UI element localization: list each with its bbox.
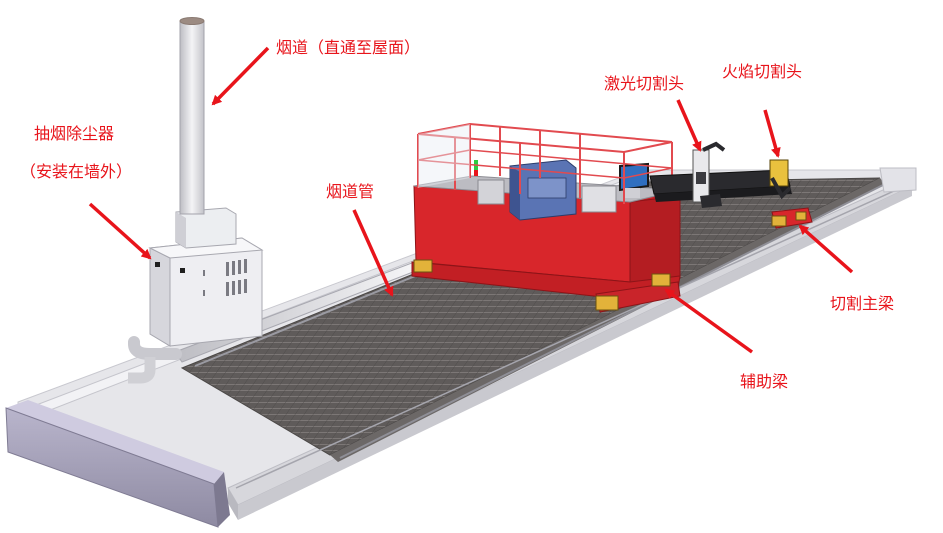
vent-grille [203,259,247,296]
cutting-gantry [649,141,813,229]
rail-far-end [879,167,917,193]
safety-railing [417,122,673,204]
label-dust-collector: 抽烟除尘器 [34,124,115,143]
arrow-flue [211,46,270,106]
label-flame-head: 火焰切割头 [722,62,803,81]
label-aux-beam: 辅助梁 [740,372,789,391]
arrow-main-beam [798,224,854,274]
arrow-laser-head [676,99,702,152]
arrow-aux-beam [664,288,754,354]
callout-arrows [88,46,854,354]
arrow-flame-head [763,109,781,158]
label-main-beam: 切割主梁 [830,294,895,313]
arrow-flue-pipe [352,209,394,297]
label-collector-location: （安装在墙外） [20,162,133,181]
rail-end-cap [5,400,230,528]
dust-collector [148,17,264,347]
glass-panel [418,124,470,188]
label-laser-head: 激光切割头 [604,74,685,93]
label-flue-pipe: 烟道管 [326,182,375,201]
arrow-collector [88,202,152,260]
label-flue: 烟道（直通至屋面） [276,38,421,57]
control-cabinet [474,159,617,221]
